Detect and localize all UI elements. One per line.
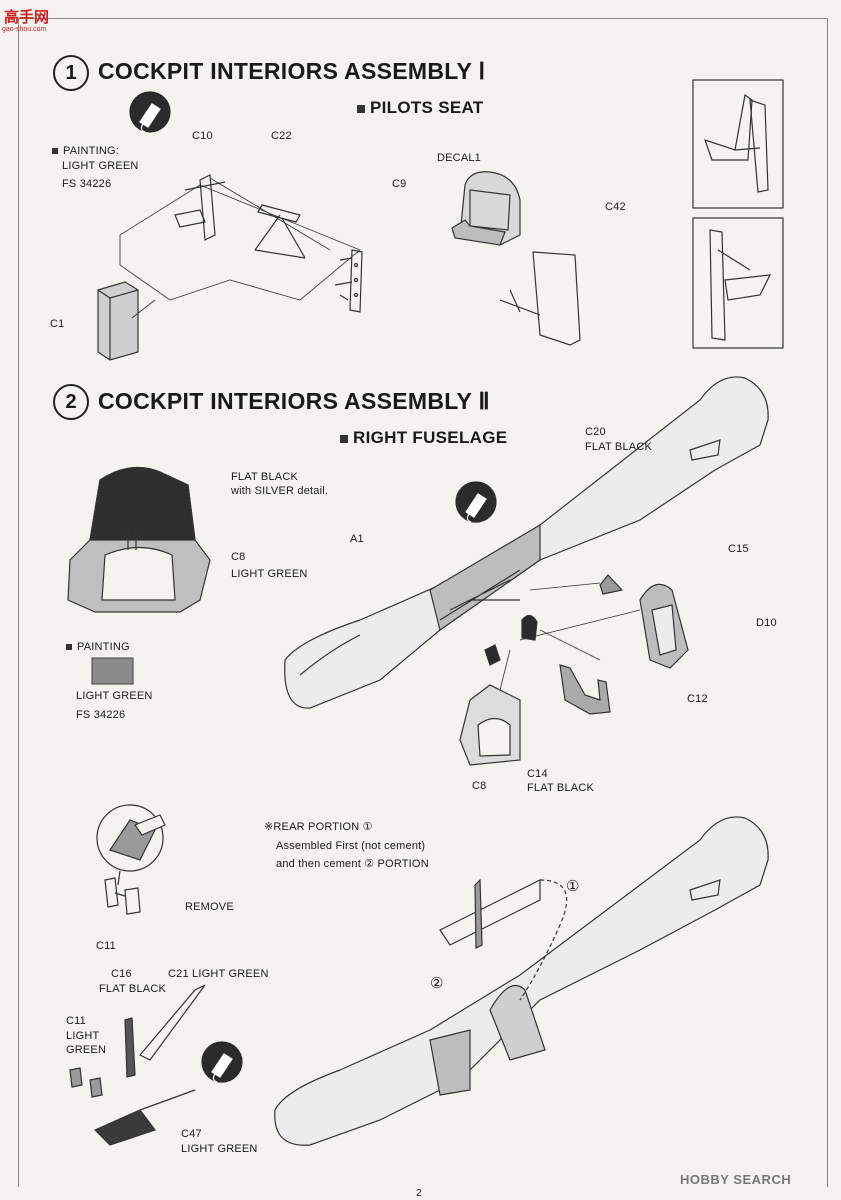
c42-seat-part bbox=[451, 171, 521, 246]
c1-label: C1 bbox=[50, 318, 65, 330]
step1-painting-color: LIGHT GREEN bbox=[62, 160, 139, 172]
page-frame bbox=[18, 18, 828, 1187]
portion-2-marker: ② bbox=[430, 975, 444, 992]
step1-subtitle-text: PILOTS SEAT bbox=[370, 98, 484, 117]
c8-color-label: LIGHT GREEN bbox=[231, 568, 308, 580]
site-logo: 高手网 bbox=[4, 9, 50, 26]
c9-label: C9 bbox=[392, 178, 407, 190]
c14-label: C14 bbox=[527, 768, 548, 780]
rear-portion-note: ※REAR PORTION ① bbox=[264, 821, 373, 833]
rear-portion-note-3: and then cement ② PORTION bbox=[276, 858, 429, 870]
rear-portion-note-2: Assembled First (not cement) bbox=[276, 840, 426, 852]
c20-label: C20 bbox=[585, 426, 606, 438]
d10-part bbox=[639, 583, 689, 669]
c12-label: C12 bbox=[687, 693, 708, 705]
c14-color-label: FLAT BLACK bbox=[527, 782, 595, 794]
c20-part bbox=[521, 614, 538, 641]
c47-part bbox=[93, 1089, 196, 1146]
step2-subtitle: RIGHT FUSELAGE bbox=[340, 428, 507, 448]
c11b-green-label: GREEN bbox=[66, 1044, 107, 1056]
cement-icon bbox=[201, 1041, 243, 1083]
step2-subtitle-text: RIGHT FUSELAGE bbox=[353, 428, 508, 447]
c11-sprue-part bbox=[104, 877, 141, 915]
bullet-square bbox=[357, 104, 365, 113]
step1-subtitle: PILOTS SEAT bbox=[357, 98, 484, 118]
step1-painting-fs: FS 34226 bbox=[62, 178, 112, 190]
c8-installed-part bbox=[459, 684, 521, 766]
a1-label: A1 bbox=[350, 533, 364, 545]
step2-title: COCKPIT INTERIORS ASSEMBLY Ⅱ bbox=[98, 388, 491, 414]
step2-painting-fs: FS 34226 bbox=[76, 709, 126, 721]
step2-painting-label: PAINTING bbox=[66, 641, 130, 654]
remove-label: REMOVE bbox=[185, 901, 234, 913]
c16-part bbox=[124, 1017, 136, 1078]
fuselage-assembled-part bbox=[274, 816, 769, 1146]
site-logo-subtext: gao-shou.com bbox=[2, 26, 47, 33]
step1-title: COCKPIT INTERIORS ASSEMBLY Ⅰ bbox=[98, 58, 486, 84]
c11-installed-part bbox=[69, 1067, 103, 1098]
c11-label: C11 bbox=[96, 940, 116, 952]
cutter-detail-circle bbox=[96, 804, 166, 872]
c10-part bbox=[174, 174, 226, 241]
seat-mount-part bbox=[499, 251, 581, 346]
c47-color-label: LIGHT GREEN bbox=[181, 1143, 258, 1155]
portion-1-marker: ① bbox=[566, 878, 580, 895]
c15-label: C15 bbox=[728, 543, 749, 555]
c8-installed-label: C8 bbox=[472, 780, 487, 792]
light-green-swatch bbox=[91, 657, 134, 685]
page-number: 2 bbox=[416, 1188, 422, 1199]
flat-black-label: FLAT BLACK bbox=[231, 471, 299, 483]
c16-color-label: FLAT BLACK bbox=[99, 983, 167, 995]
c12-part bbox=[559, 664, 611, 715]
silver-detail-label: with SILVER detail. bbox=[231, 485, 329, 497]
c47-label: C47 bbox=[181, 1128, 202, 1140]
step2-painting-label-text: PAINTING bbox=[77, 641, 130, 653]
c8-bulkhead-part bbox=[67, 466, 211, 613]
d10-label: D10 bbox=[756, 617, 777, 629]
step2-painting-color: LIGHT GREEN bbox=[76, 690, 153, 702]
inset-detail-1 bbox=[692, 79, 784, 209]
decal1-label: DECAL1 bbox=[437, 152, 481, 164]
c9-part bbox=[334, 249, 363, 313]
a1-right-fuselage-part bbox=[284, 376, 769, 709]
c22-label: C22 bbox=[271, 130, 292, 142]
step2-number: 2 bbox=[53, 384, 89, 420]
c21-label: C21 LIGHT GREEN bbox=[168, 968, 269, 980]
watermark: HOBBY SEARCH bbox=[680, 1172, 792, 1187]
c14-part bbox=[484, 644, 501, 666]
step1-number: 1 bbox=[53, 55, 89, 91]
c16-label: C16 bbox=[111, 968, 132, 980]
step1-painting-label-text: PAINTING: bbox=[63, 145, 119, 157]
c10-label: C10 bbox=[192, 130, 213, 142]
c20-color-label: FLAT BLACK bbox=[585, 441, 653, 453]
step1-painting-label: PAINTING: bbox=[52, 145, 119, 158]
cement-icon bbox=[129, 91, 171, 133]
c21-part bbox=[139, 984, 206, 1061]
c22-part bbox=[254, 204, 306, 259]
bullet-square bbox=[340, 434, 348, 443]
bullet-square bbox=[66, 644, 72, 651]
bullet-square bbox=[52, 148, 58, 155]
cement-icon bbox=[455, 481, 497, 523]
c8-label: C8 bbox=[231, 551, 246, 563]
c1-part bbox=[97, 281, 139, 361]
c42-label: C42 bbox=[605, 201, 626, 213]
c11b-label: C11 bbox=[66, 1015, 86, 1027]
c15-part bbox=[599, 574, 624, 595]
inset-detail-2 bbox=[692, 217, 784, 349]
c11b-light-label: LIGHT bbox=[66, 1030, 100, 1042]
